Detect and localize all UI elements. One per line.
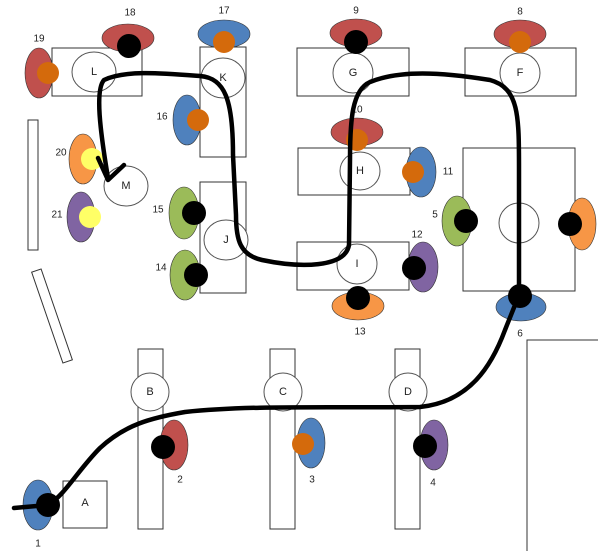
person-number: 2 [177, 475, 183, 486]
table-f: F [464, 47, 577, 97]
person-number: 1 [35, 539, 41, 550]
table-label: I [355, 258, 358, 270]
person-18: 18 [101, 8, 155, 58]
person-number: 9 [353, 6, 359, 17]
person-number: 4 [430, 478, 436, 489]
person-number: 20 [55, 148, 67, 159]
walls [27, 119, 598, 551]
person-head-dot [184, 263, 208, 287]
person-9: 9 [329, 6, 383, 54]
person-head-dot [151, 435, 175, 459]
person-number: 10 [351, 105, 363, 116]
person-5: 5 [432, 195, 478, 247]
person-head-dot [182, 201, 206, 225]
route-arrowhead [95, 155, 127, 183]
table-marker-circle [263, 372, 303, 412]
person-head-dot [292, 433, 314, 455]
person-7 [558, 197, 597, 251]
person-head-dot [81, 148, 103, 170]
table-m: M [103, 165, 149, 207]
person-number: 8 [517, 7, 523, 18]
table-label: G [349, 67, 358, 79]
person-head-dot [213, 31, 235, 53]
side-counter [526, 339, 598, 551]
person-19: 19 [24, 34, 59, 99]
person-number: 15 [152, 205, 164, 216]
table-c: C [263, 348, 303, 530]
person-3: 3 [292, 417, 326, 486]
table-a: A [62, 480, 108, 529]
walking-path [11, 70, 522, 511]
person-16: 16 [156, 94, 209, 146]
person-number: 14 [155, 263, 167, 274]
person-head-dot [79, 206, 101, 228]
person-13: 13 [331, 286, 385, 338]
wall-panel-diagonal [31, 268, 73, 364]
table-label: A [81, 497, 89, 509]
table-k: K [199, 46, 247, 158]
person-head-dot [187, 109, 209, 131]
person-number: 3 [309, 475, 315, 486]
table-label: D [404, 386, 412, 398]
person-11: 11 [402, 146, 454, 198]
person-12: 12 [402, 230, 439, 293]
person-number: 21 [51, 210, 63, 221]
table-label: C [279, 386, 287, 398]
person-15: 15 [152, 186, 206, 240]
table-label: M [121, 180, 130, 192]
person-21: 21 [51, 191, 101, 243]
table-marker-circle [388, 372, 428, 412]
person-number: 18 [124, 8, 136, 19]
person-number: 13 [354, 327, 366, 338]
table-label: K [219, 72, 227, 84]
table-h: H [297, 147, 411, 196]
person-20: 20 [55, 133, 103, 185]
person-1: 1 [22, 479, 60, 550]
person-number: 17 [218, 6, 230, 17]
person-head-dot [37, 62, 59, 84]
person-head-dot [117, 34, 141, 58]
table-label: F [517, 67, 524, 79]
person-number: 6 [517, 329, 523, 340]
person-head-dot [558, 212, 582, 236]
table-g: G [296, 47, 410, 97]
person-head-dot [346, 286, 370, 310]
person-number: 12 [411, 230, 423, 241]
person-10: 10 [330, 105, 384, 151]
person-2: 2 [151, 419, 189, 486]
person-head-dot [344, 30, 368, 54]
person-8: 8 [493, 7, 547, 53]
person-head-dot [402, 256, 426, 280]
person-head-dot [413, 434, 437, 458]
wall-panel-vertical [27, 119, 39, 251]
table-label: L [91, 66, 97, 78]
table-label: J [223, 234, 229, 246]
person-number: 11 [443, 167, 454, 178]
table-marker-circle [130, 372, 170, 412]
person-number: 16 [156, 112, 168, 123]
person-head-dot [454, 209, 478, 233]
person-number: 5 [432, 210, 438, 221]
person-4: 4 [413, 419, 449, 489]
table-label: B [146, 386, 153, 398]
person-14: 14 [155, 249, 208, 301]
person-number: 19 [33, 34, 45, 45]
person-head-dot [509, 31, 531, 53]
person-head-dot [402, 161, 424, 183]
person-17: 17 [197, 6, 251, 53]
route-line [11, 70, 522, 511]
table-label: H [356, 165, 364, 177]
